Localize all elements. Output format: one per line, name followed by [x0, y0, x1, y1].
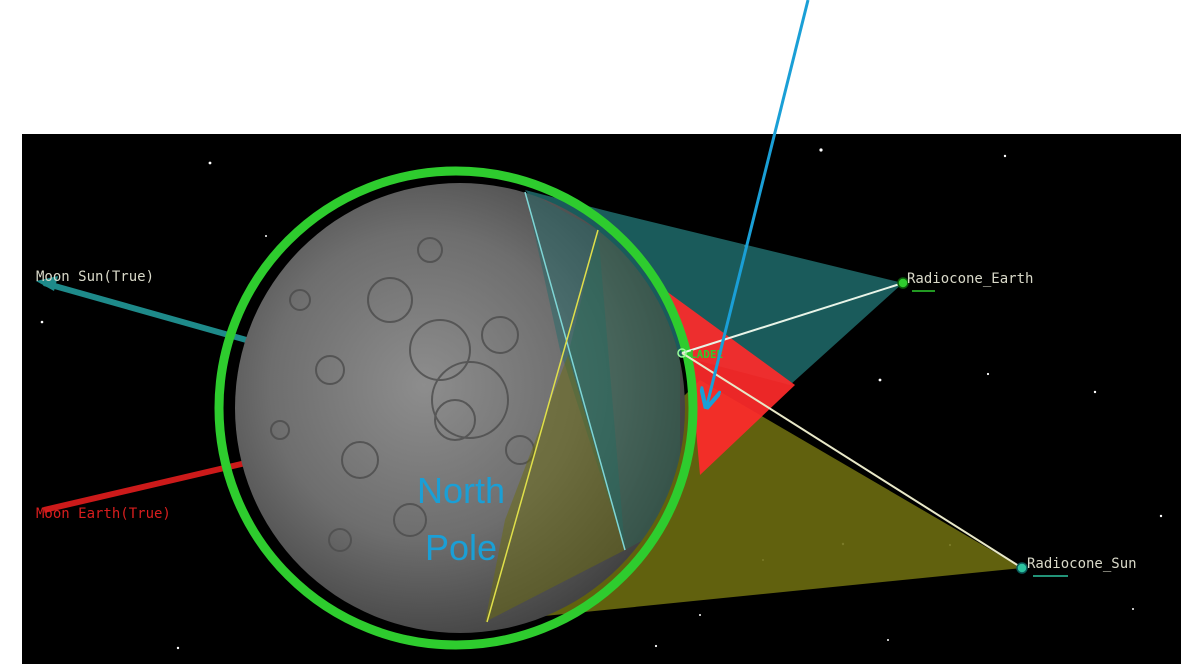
- los-earth-line: [681, 282, 904, 354]
- callout-arrow-icon: [707, 0, 810, 405]
- spacecraft-label: LADEE: [690, 348, 723, 361]
- radiocone-sun-label: Radiocone_Sun: [1027, 556, 1137, 572]
- spacecraft-marker: [677, 348, 687, 358]
- north-pole-label-line1: North: [417, 470, 505, 511]
- moon-earth-label: Moon Earth(True): [36, 506, 171, 522]
- moon-craters: [270, 237, 535, 552]
- moon-sun-label: Moon Sun(True): [36, 269, 154, 285]
- radiocone-earth-label: Radiocone_Earth: [907, 271, 1033, 287]
- sun-cone-overlap: [485, 355, 625, 622]
- north-pole-label-line2: Pole: [425, 527, 497, 568]
- moon-body: [235, 183, 685, 633]
- earth-cone-edge: [524, 191, 626, 551]
- sun-cone-edge: [486, 229, 599, 623]
- radiocone-earth-marker: [897, 277, 909, 289]
- moon-sun-vector: [43, 280, 251, 344]
- moon-sun-arrowhead: [36, 276, 58, 291]
- moon-horizon-ring: [214, 166, 698, 650]
- los-sun-line: [681, 352, 1023, 569]
- cone-overlap-green: [568, 230, 680, 550]
- radiocone-sun-marker: [1016, 562, 1028, 574]
- moon-earth-vector: [43, 459, 251, 513]
